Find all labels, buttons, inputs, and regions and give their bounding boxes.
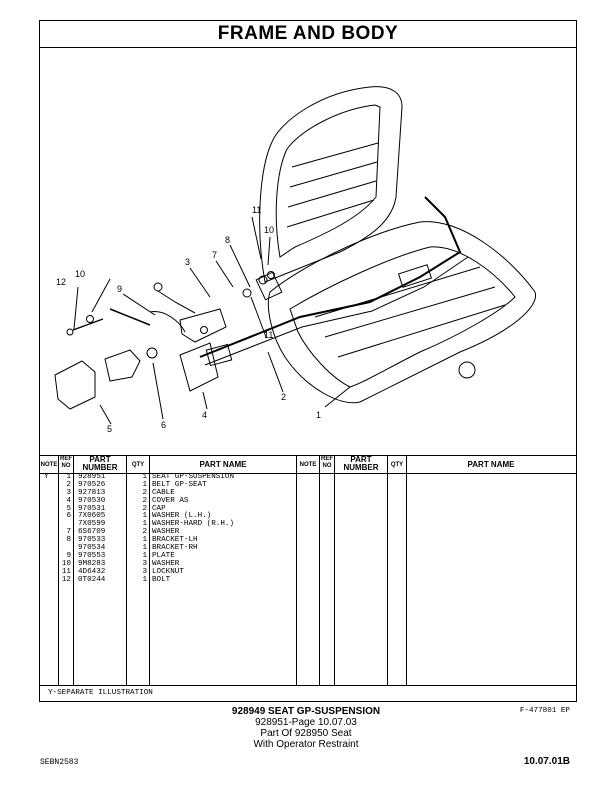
col-header-ref-right: REF NO	[321, 456, 333, 469]
page-title: FRAME AND BODY	[40, 21, 576, 48]
footnote-divider	[40, 685, 576, 686]
col-divider	[296, 455, 297, 685]
col-divider	[126, 455, 127, 685]
caption-group-title: 928949 SEAT GP-SUSPENSION	[231, 706, 381, 717]
caption-page-ref: 928951-Page 10.07.03	[255, 717, 357, 728]
callout-2: 2	[281, 392, 287, 402]
callout-12: 12	[56, 277, 67, 287]
col-header-note: NOTE	[40, 462, 58, 468]
callout-9: 9	[117, 284, 123, 294]
col-header-note-right: NOTE	[299, 462, 317, 468]
caption-part-of: Part Of 928950 Seat	[260, 728, 352, 739]
page-number: 10.07.01B	[523, 756, 570, 767]
col-header-ref: REF NO	[60, 456, 72, 469]
col-divider	[387, 455, 388, 685]
col-header-part-name-right: PART NAME	[467, 460, 515, 469]
callout-6: 6	[161, 420, 167, 430]
col-header-part-number: PART NUMBER	[82, 455, 118, 472]
col-header-part-number-right: PART NUMBER	[343, 455, 379, 472]
callout-1: 1	[316, 410, 322, 420]
parts-page-frame: FRAME AND BODY	[39, 20, 577, 715]
callout-4: 4	[202, 410, 208, 420]
caption-restraint: With Operator Restraint	[253, 739, 359, 750]
header-divider	[40, 473, 576, 474]
callout-3: 3	[185, 257, 191, 267]
callout-5: 5	[107, 424, 113, 434]
col-header-qty: QTY	[131, 462, 145, 468]
parts-table: NOTE REF NO PART NUMBER QTY PART NAME NO…	[40, 455, 576, 685]
callout-8: 8	[225, 235, 231, 245]
callout-7: 7	[212, 250, 218, 260]
seat-drawing	[54, 86, 537, 425]
document-id: SEBN2583	[40, 758, 79, 767]
footnote: Y-SEPARATE ILLUSTRATION	[48, 689, 153, 697]
col-divider	[149, 455, 150, 685]
callout-10-left: 10	[75, 269, 86, 279]
figure-number: F-477801 EP	[519, 707, 570, 715]
col-divider	[73, 455, 74, 685]
col-header-qty-right: QTY	[390, 462, 404, 468]
col-divider	[58, 455, 59, 685]
callout-10-top: 10	[264, 225, 275, 235]
col-header-part-name: PART NAME	[199, 460, 247, 469]
col-divider	[319, 455, 320, 685]
callout-11-top: 11	[252, 205, 262, 215]
exploded-illustration: 11 10 8 7 3 12 10 9 11 2 1 5 6 4	[40, 47, 576, 456]
col-divider	[334, 455, 335, 685]
callout-11-mid: 11	[264, 330, 274, 340]
col-divider	[406, 455, 407, 685]
